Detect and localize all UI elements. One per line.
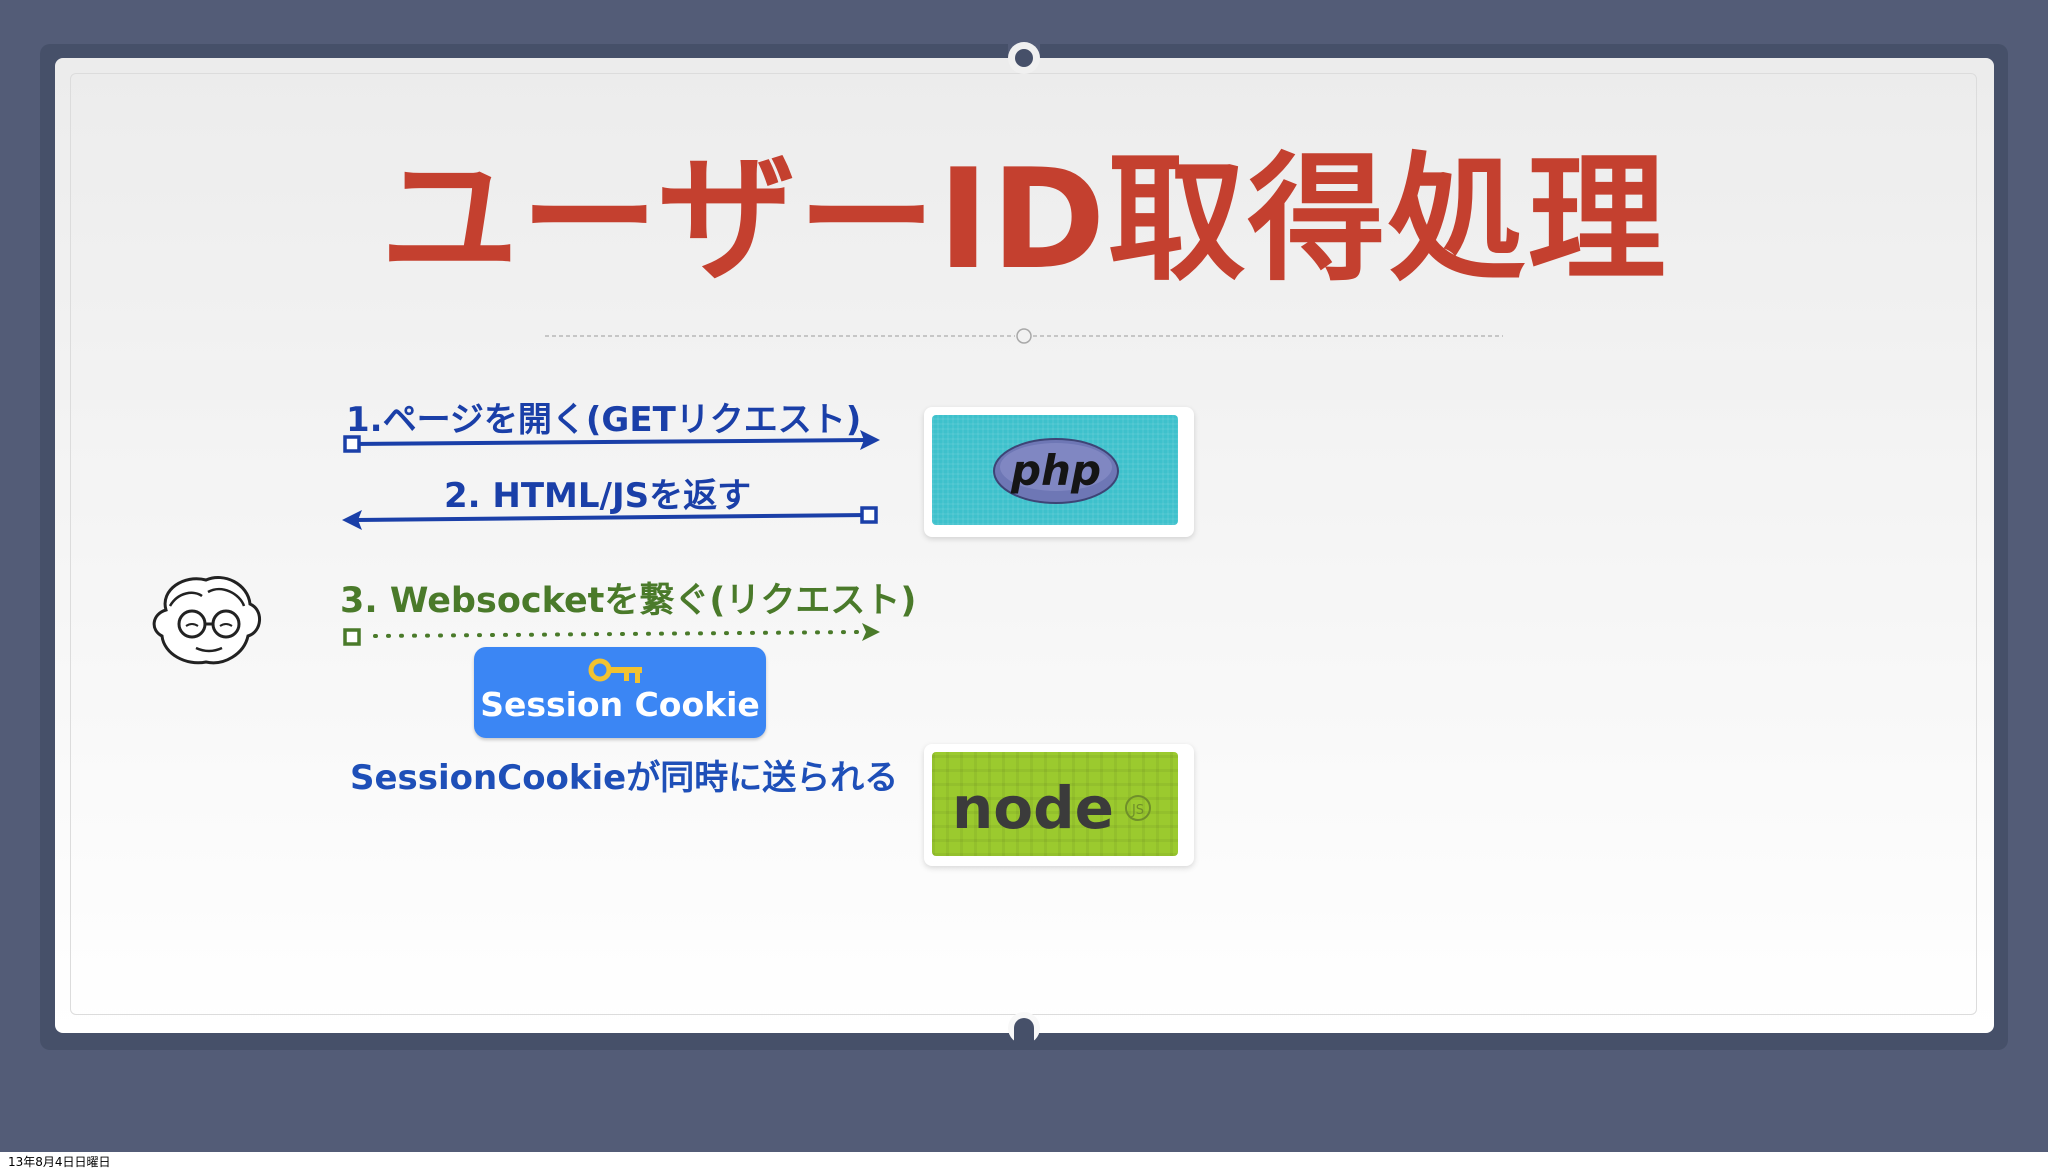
title-divider [545, 328, 1503, 344]
response-arrow [342, 506, 878, 530]
step1-label: 1.ページを開く(GETリクエスト) [346, 400, 862, 440]
php-server-card: php [924, 407, 1194, 537]
nodejs-logo-icon: node JS [952, 774, 1151, 842]
node-server-card: node JS [924, 744, 1194, 866]
key-icon [588, 658, 642, 683]
slide [55, 58, 1994, 1033]
step2-label: 2. HTML/JSを返す [444, 476, 752, 516]
php-logo-tile: php [932, 415, 1178, 525]
php-logo-icon [993, 438, 1119, 504]
node-logo-tile: node JS [932, 752, 1178, 856]
slide-title: ユーザーID取得処理 [380, 139, 1668, 300]
top-notch-ornament [1008, 34, 1040, 74]
node-logo-js: JS [1131, 803, 1144, 818]
session-cookie-note: SessionCookieが同時に送られる [350, 758, 899, 798]
request-arrow [343, 430, 880, 453]
bottom-notch-ornament [1008, 1012, 1040, 1050]
step3-label: 3. Websocketを繋ぐ(リクエスト) [340, 581, 917, 621]
footer-date: 13年8月4日日曜日 [8, 1155, 111, 1169]
websocket-arrow [343, 623, 880, 646]
session-cookie-badge: Session Cookie [474, 647, 766, 738]
session-cookie-label: Session Cookie [480, 685, 760, 724]
php-logo-text: php [1010, 446, 1102, 495]
user-avatar-icon [152, 576, 261, 665]
node-logo-text: node [952, 774, 1114, 842]
